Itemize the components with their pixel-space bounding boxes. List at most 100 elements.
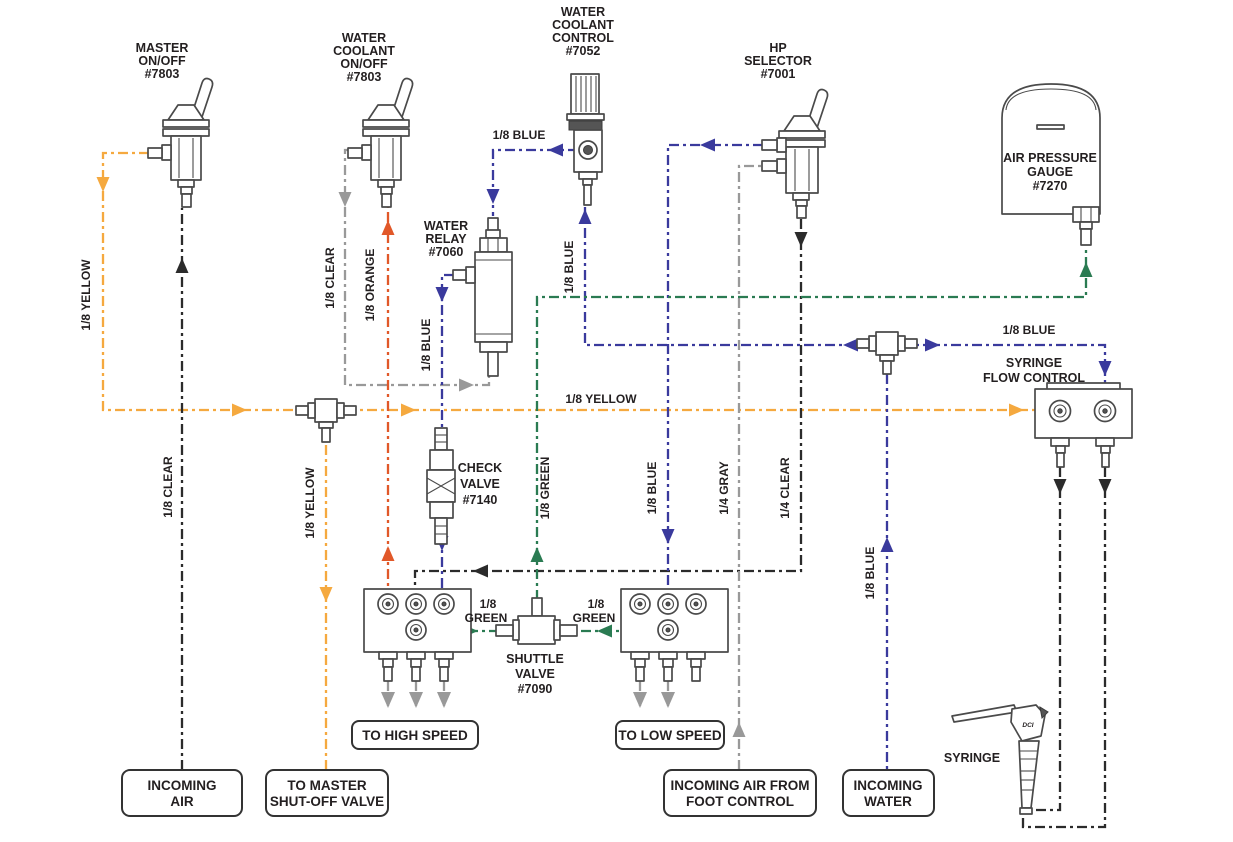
top-barb	[434, 427, 448, 451]
tee-bottom-barb	[321, 427, 331, 443]
check-valve-label: VALVE	[460, 477, 500, 491]
check-valve-label: CHECK	[458, 461, 502, 475]
right-flange	[553, 619, 561, 641]
high-speed-manifold-block	[363, 588, 472, 682]
endpoint-to-high-speed: TO HIGH SPEED	[351, 720, 479, 750]
bottom-barb	[582, 178, 593, 186]
tube-green-shuttle-to-gauge	[535, 248, 1088, 600]
arrow-right-icon	[459, 378, 474, 392]
tee-barb	[343, 405, 357, 416]
arrow-up-icon	[530, 547, 544, 562]
coolant-switch-label: WATER	[342, 31, 386, 45]
master-on-off-switch	[147, 77, 214, 208]
arrow-down-icon	[486, 189, 500, 204]
hp-selector-label: SELECTOR	[744, 54, 812, 68]
arrow-down-icon	[338, 192, 352, 207]
tube-blue-hp-to-manifold	[666, 143, 763, 600]
hp-selector-switch	[761, 88, 829, 219]
tube-gray-foot-control	[737, 164, 763, 770]
top-barb	[485, 229, 501, 239]
bottom-neck	[377, 179, 395, 188]
arrow-down-icon	[409, 692, 423, 708]
arrow-up-icon	[175, 258, 189, 273]
coolant-control-label: CONTROL	[552, 31, 614, 45]
arrows-orange	[381, 220, 395, 561]
tee-barb	[856, 338, 870, 349]
syringe-head	[1010, 704, 1046, 742]
syringe-button	[1039, 705, 1049, 720]
toggle-ring	[778, 130, 826, 139]
tube-label: 1/4 CLEAR	[778, 457, 792, 519]
air-pressure-gauge	[1001, 83, 1101, 246]
syringe-handpiece: DCI	[951, 704, 1049, 815]
right-barb	[559, 624, 578, 637]
bottom-flange	[578, 171, 598, 180]
endpoint-label: INCOMING	[854, 778, 923, 793]
tube-label: 1/8 YELLOW	[79, 259, 93, 331]
arrows-green	[463, 262, 1093, 638]
tube-label: 1/8 BLUE	[493, 128, 546, 142]
bottom-barb	[434, 517, 448, 545]
check-valve	[426, 427, 456, 545]
arrow-left-icon	[548, 143, 563, 157]
arrow-right-icon	[1009, 403, 1024, 417]
arrow-down-icon	[661, 692, 675, 708]
endpoint-label: TO MASTER	[287, 778, 367, 793]
bottom-barb	[381, 193, 392, 208]
coolant-control-label: WATER	[561, 5, 605, 19]
coolant-switch-label: ON/OFF	[340, 57, 388, 71]
arrow-up-icon	[880, 537, 894, 552]
bottom-barb	[380, 186, 393, 195]
arrow-up-icon	[732, 722, 746, 737]
tee-flange	[897, 335, 906, 352]
tee-flange	[336, 402, 345, 419]
tube-label: 1/8 YELLOW	[565, 392, 637, 406]
tube-syringe-water	[1021, 467, 1107, 829]
toggle-body	[170, 135, 202, 181]
tee-body	[875, 331, 899, 356]
air-gauge-label: #7270	[1033, 179, 1068, 193]
knob-flange	[566, 113, 605, 121]
toggle-ring	[162, 119, 210, 128]
water-coolant-on-off-switch	[347, 77, 414, 208]
tube-labels: 1/8 YELLOW 1/8 CLEAR 1/8 CLEAR 1/8 ORANG…	[79, 128, 1055, 625]
water-relay	[452, 217, 513, 377]
low-speed-manifold-block	[620, 588, 729, 682]
tee-bottom-barb	[882, 360, 892, 375]
bottom-cap	[479, 341, 508, 353]
arrow-down-icon	[437, 692, 451, 708]
tee-fitting-yellow	[295, 398, 357, 443]
toggle-body	[785, 146, 819, 194]
arrow-left-icon	[700, 138, 715, 152]
arrow-down-icon	[319, 587, 333, 602]
syringe-base	[1019, 807, 1033, 815]
valve-body	[517, 615, 556, 645]
left-flange	[512, 619, 520, 641]
water-coolant-control-regulator	[566, 73, 605, 206]
endpoint-label: SHUT-OFF VALVE	[270, 794, 384, 809]
bottom-barb	[796, 205, 807, 219]
endpoint-incoming-air-foot-control: INCOMING AIR FROM FOOT CONTROL	[663, 769, 817, 817]
tee-flange	[868, 335, 877, 352]
gauge-slot	[1036, 124, 1065, 130]
arrow-down-icon	[661, 529, 675, 544]
arrow-right-icon	[232, 403, 247, 417]
tube-label: 1/8 BLUE	[645, 462, 659, 515]
master-switch-label: ON/OFF	[138, 54, 186, 68]
arrow-left-icon	[597, 624, 612, 638]
endpoint-to-low-speed: TO LOW SPEED	[615, 720, 725, 750]
tee-flange	[307, 402, 316, 419]
knob-collar	[568, 120, 603, 131]
side-port-barb	[347, 147, 363, 159]
arrows-black	[175, 232, 1112, 578]
master-switch-label: MASTER	[136, 41, 189, 55]
tube-label: 1/8 CLEAR	[161, 456, 175, 518]
manifold-ports	[377, 593, 455, 641]
syringe-flow-control-block	[1034, 382, 1133, 468]
arrow-down-icon	[633, 692, 647, 708]
tube-label: 1/8 GREEN	[538, 457, 552, 520]
master-switch-label: #7803	[145, 67, 180, 81]
arrow-down-icon	[1098, 479, 1112, 494]
